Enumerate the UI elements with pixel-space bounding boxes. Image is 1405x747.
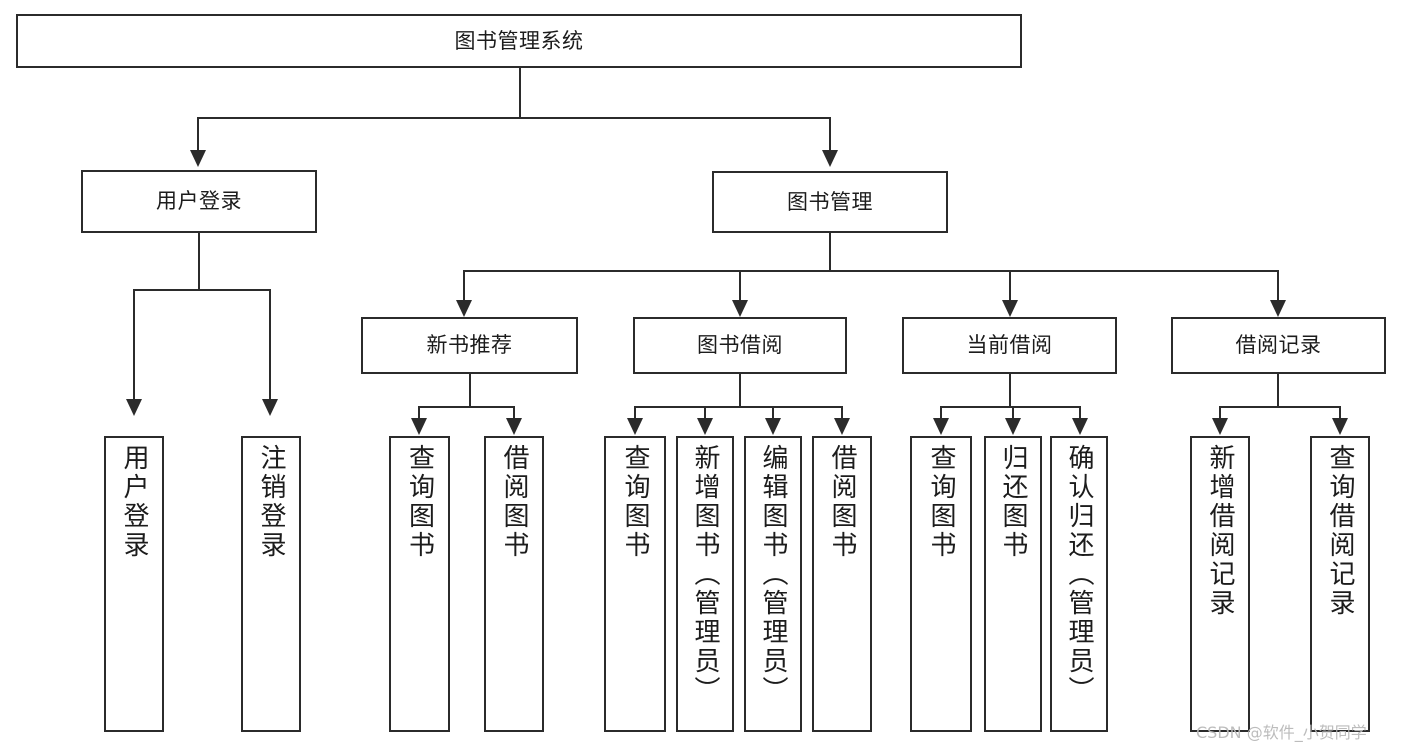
- connector-borrowrecord-bar: [1219, 406, 1341, 408]
- node-label: 借阅记录: [1235, 333, 1322, 358]
- connector-cb-drop-1: [940, 406, 942, 420]
- connector-bookmanage-stem: [829, 233, 831, 271]
- node-label: 用户登录: [156, 189, 242, 214]
- leaf-label: 归还图书: [998, 444, 1028, 560]
- connector-br-drop-2: [1339, 406, 1341, 420]
- arrow-to-leaf-confirm-return: [1072, 418, 1088, 435]
- arrow-to-leaf-edit-book: [765, 418, 781, 435]
- arrow-to-leaf-query-book-2: [627, 418, 643, 435]
- leaf-logout[interactable]: 注销登录: [241, 436, 301, 732]
- connector-newbook-bar: [418, 406, 515, 408]
- leaf-label: 查询图书: [620, 444, 650, 560]
- arrow-to-leaf-user-login: [126, 399, 142, 416]
- connector-bm-drop-4: [1277, 270, 1279, 303]
- leaf-label: 借阅图书: [827, 444, 857, 560]
- arrow-to-leaf-query-book-3: [933, 418, 949, 435]
- leaf-label: 注销登录: [256, 444, 286, 560]
- connector-root-drop-left: [197, 117, 199, 153]
- node-root-book-management-system[interactable]: 图书管理系统: [16, 14, 1022, 68]
- leaf-add-book-admin[interactable]: 新增图书（管理员）: [676, 436, 734, 732]
- connector-bookborrow-stem: [739, 374, 741, 407]
- arrow-to-book-borrow: [732, 300, 748, 317]
- arrow-to-leaf-add-record: [1212, 418, 1228, 435]
- connector-newbook-stem: [469, 374, 471, 407]
- leaf-label: 编辑图书（管理员）: [758, 444, 788, 705]
- leaf-label: 查询借阅记录: [1325, 444, 1355, 618]
- arrow-to-leaf-borrow-book-2: [834, 418, 850, 435]
- leaf-query-book-current[interactable]: 查询图书: [910, 436, 972, 732]
- connector-bm-drop-2: [739, 270, 741, 303]
- csdn-watermark: CSDN @软件_小贺同学: [1196, 723, 1367, 742]
- arrow-to-leaf-borrow-book-1: [506, 418, 522, 435]
- connector-bb-drop-3: [772, 406, 774, 420]
- arrow-to-leaf-query-record: [1332, 418, 1348, 435]
- node-label: 图书管理: [787, 189, 873, 214]
- leaf-query-borrow-record[interactable]: 查询借阅记录: [1310, 436, 1370, 732]
- connector-bb-drop-2: [704, 406, 706, 420]
- leaf-label: 查询图书: [404, 444, 435, 560]
- node-book-management[interactable]: 图书管理: [712, 171, 948, 233]
- connector-cb-drop-3: [1079, 406, 1081, 420]
- connector-root-drop-right: [829, 117, 831, 153]
- arrow-to-leaf-query-book-1: [411, 418, 427, 435]
- leaf-label: 新增借阅记录: [1205, 444, 1235, 618]
- leaf-label: 借阅图书: [499, 444, 529, 560]
- leaf-query-book-borrow[interactable]: 查询图书: [604, 436, 666, 732]
- connector-currentborrow-bar: [940, 406, 1080, 408]
- node-label: 当前借阅: [966, 333, 1053, 358]
- leaf-borrow-book-new[interactable]: 借阅图书: [484, 436, 544, 732]
- connector-root-bar: [197, 117, 831, 119]
- connector-userlogin-stem: [198, 233, 200, 290]
- leaf-confirm-return-admin[interactable]: 确认归还（管理员）: [1050, 436, 1108, 732]
- connector-bookmanage-bar: [463, 270, 1279, 272]
- connector-bm-drop-3: [1009, 270, 1011, 303]
- connector-bookborrow-bar: [634, 406, 842, 408]
- arrow-to-leaf-logout: [262, 399, 278, 416]
- arrow-to-leaf-add-book: [697, 418, 713, 435]
- arrow-to-borrow-record: [1270, 300, 1286, 317]
- arrow-to-leaf-return-book: [1005, 418, 1021, 435]
- connector-nb-drop-2: [513, 406, 515, 420]
- connector-bb-drop-1: [634, 406, 636, 420]
- connector-bb-drop-4: [841, 406, 843, 420]
- connector-currentborrow-stem: [1009, 374, 1011, 407]
- leaf-query-book-new[interactable]: 查询图书: [389, 436, 450, 732]
- leaf-add-borrow-record[interactable]: 新增借阅记录: [1190, 436, 1250, 732]
- arrow-to-book-manage: [822, 150, 838, 167]
- leaf-user-login[interactable]: 用户登录: [104, 436, 164, 732]
- connector-userlogin-bar: [133, 289, 271, 291]
- leaf-edit-book-admin[interactable]: 编辑图书（管理员）: [744, 436, 802, 732]
- node-book-borrow[interactable]: 图书借阅: [633, 317, 847, 374]
- node-user-login[interactable]: 用户登录: [81, 170, 317, 233]
- node-label: 图书管理系统: [454, 28, 584, 53]
- leaf-label: 查询图书: [926, 444, 956, 560]
- node-borrow-record[interactable]: 借阅记录: [1171, 317, 1386, 374]
- arrow-to-current-borrow: [1002, 300, 1018, 317]
- arrow-to-new-book-rec: [456, 300, 472, 317]
- leaf-label: 用户登录: [119, 444, 149, 560]
- connector-userlogin-drop-2: [269, 289, 271, 401]
- leaf-label: 新增图书（管理员）: [690, 444, 720, 705]
- leaf-borrow-book[interactable]: 借阅图书: [812, 436, 872, 732]
- node-label: 图书借阅: [697, 333, 783, 358]
- connector-nb-drop-1: [418, 406, 420, 420]
- connector-root-stem: [519, 68, 521, 118]
- connector-borrowrecord-stem: [1277, 374, 1279, 407]
- leaf-return-book[interactable]: 归还图书: [984, 436, 1042, 732]
- node-label: 新书推荐: [426, 333, 513, 358]
- connector-bm-drop-1: [463, 270, 465, 303]
- node-new-book-recommend[interactable]: 新书推荐: [361, 317, 578, 374]
- connector-br-drop-1: [1219, 406, 1221, 420]
- node-current-borrow[interactable]: 当前借阅: [902, 317, 1117, 374]
- arrow-to-user-login: [190, 150, 206, 167]
- connector-userlogin-drop-1: [133, 289, 135, 401]
- connector-cb-drop-2: [1012, 406, 1014, 420]
- leaf-label: 确认归还（管理员）: [1064, 444, 1094, 705]
